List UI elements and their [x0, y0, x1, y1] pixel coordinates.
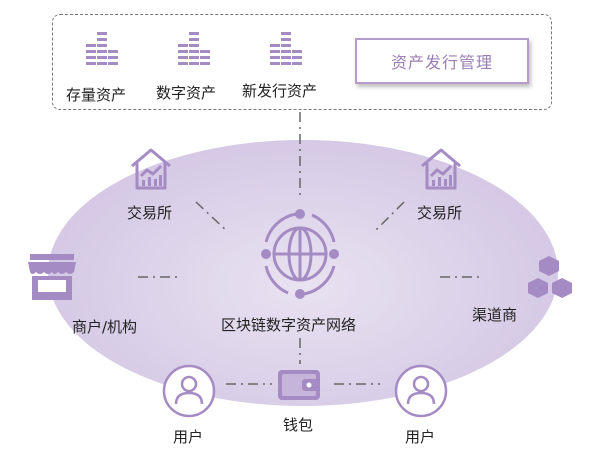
globe-network-icon — [261, 209, 339, 299]
hexagon-cluster-icon — [528, 256, 572, 298]
wallet-icon — [278, 370, 320, 400]
user-icon — [394, 364, 448, 418]
asset-label-new-issue: 新发行资产 — [242, 82, 318, 100]
user-left-label: 用户 — [173, 428, 204, 446]
exchange-left-label: 交易所 — [127, 204, 173, 222]
asset-label-existing: 存量资产 — [66, 86, 127, 104]
bar-chart-icon — [270, 32, 302, 65]
network-center-label: 区块链数字资产网络 — [221, 316, 357, 334]
user-icon — [162, 364, 216, 418]
house-chart-icon — [421, 148, 461, 190]
merchant-label: 商户/机构 — [72, 318, 138, 336]
bar-chart-icon — [178, 32, 210, 65]
asset-label-digital: 数字资产 — [156, 84, 217, 102]
network-ellipse — [48, 140, 558, 406]
house-chart-icon — [131, 148, 171, 190]
bar-chart-icon — [86, 32, 118, 65]
storefront-icon — [28, 254, 76, 300]
channel-label: 渠道商 — [472, 306, 518, 324]
user-right-label: 用户 — [405, 428, 436, 446]
exchange-right-label: 交易所 — [417, 204, 463, 222]
asset-issuance-panel — [52, 14, 552, 110]
wallet-label: 钱包 — [283, 416, 314, 434]
asset-management-box: 资产发行管理 — [355, 38, 529, 84]
